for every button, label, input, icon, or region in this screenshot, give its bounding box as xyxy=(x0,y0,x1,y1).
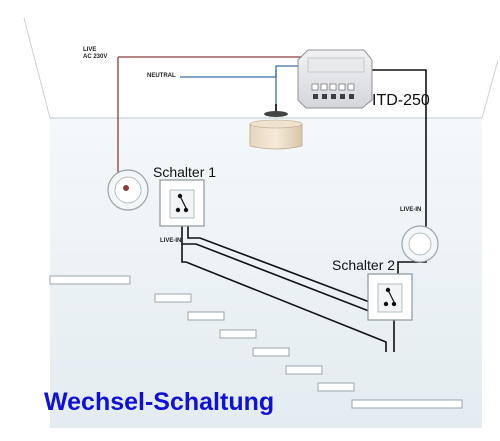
switch2-label: Schalter 2 xyxy=(332,257,396,273)
junction-box-2 xyxy=(401,225,439,263)
wall-corner-left xyxy=(23,17,51,119)
live-label-line2: AC 230V xyxy=(83,54,108,60)
neutral-label: NEUTRAL xyxy=(147,73,176,79)
junction-box-1 xyxy=(107,169,149,211)
device-screws xyxy=(313,94,354,99)
stair-step xyxy=(49,275,131,285)
ceiling-lamp xyxy=(249,104,303,150)
stair-step xyxy=(285,365,323,375)
live-in-label-2: LIVE-IN xyxy=(400,207,422,213)
stair-step xyxy=(219,329,257,339)
stair-step xyxy=(351,399,463,409)
switch-1-contacts xyxy=(175,193,189,213)
diagram-title: Wechsel-Schaltung xyxy=(44,388,275,416)
live-label: LIVE AC 230V xyxy=(83,47,107,61)
lamp-canopy xyxy=(264,111,288,117)
lamp-shade xyxy=(249,123,303,150)
room-walls xyxy=(23,17,499,428)
stair-step xyxy=(317,382,355,392)
stair-step xyxy=(187,311,225,321)
wire-connector xyxy=(123,185,129,191)
stair-step xyxy=(154,293,192,303)
lamp-shade-top xyxy=(249,119,303,129)
live-in-label-1: LIVE-IN xyxy=(160,238,182,244)
back-wall xyxy=(50,118,482,428)
control-wire-c xyxy=(181,244,387,352)
switch-2-contacts xyxy=(383,287,397,307)
device-label: ITD-250 xyxy=(372,92,430,109)
device-top-panel xyxy=(307,57,365,73)
staircase xyxy=(49,275,463,409)
stair-step xyxy=(252,347,290,357)
switch-1 xyxy=(159,179,205,227)
switch-2 xyxy=(367,273,413,321)
switch1-label: Schalter 1 xyxy=(153,164,217,180)
device-terminals xyxy=(311,83,355,91)
itd-250-device xyxy=(297,49,373,109)
wall-corner-right xyxy=(481,59,499,119)
live-label-line1: LIVE xyxy=(83,47,97,53)
